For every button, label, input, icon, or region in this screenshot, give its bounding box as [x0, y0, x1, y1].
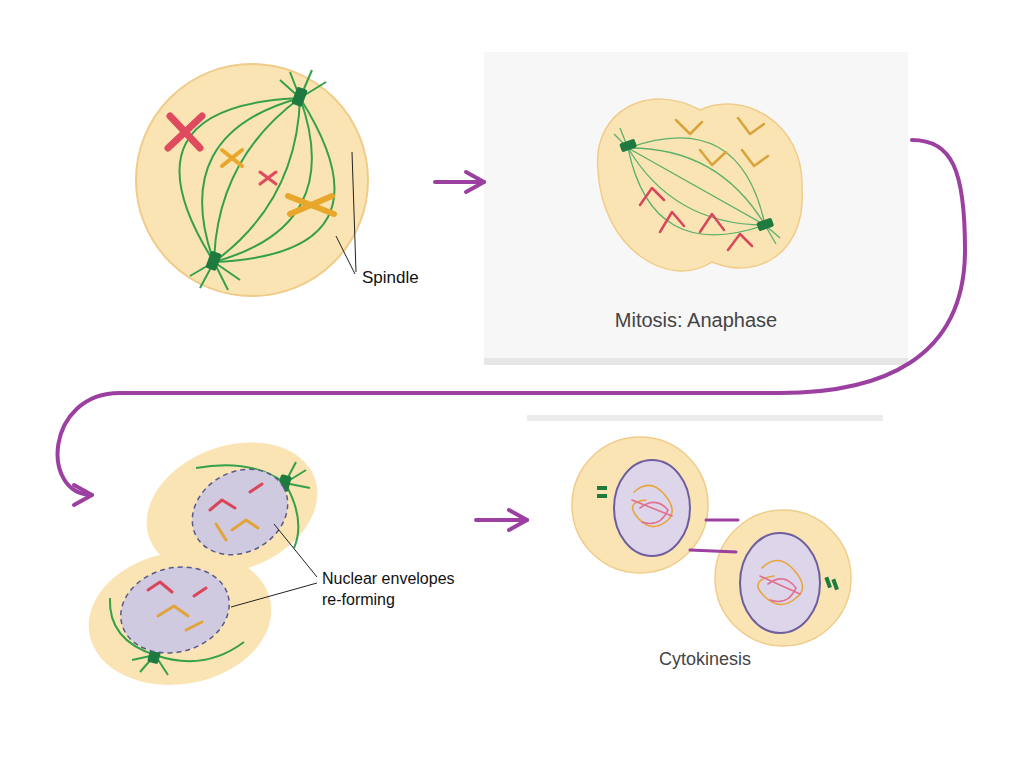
spindle-fiber: [214, 98, 335, 262]
annotation-stroke: [690, 520, 738, 552]
chromosome: [158, 606, 188, 616]
arrow-head: [74, 485, 92, 505]
chromosome: [168, 116, 202, 148]
centrosome: [205, 250, 221, 271]
spindle-fiber: [628, 148, 765, 235]
spindle-fiber: [628, 148, 765, 225]
part-label: Spindle: [362, 268, 419, 288]
cell-membrane: [598, 99, 803, 271]
chromatid: [700, 214, 724, 232]
daughter-cell: [572, 437, 708, 573]
flow-arrow: [435, 172, 484, 192]
spindle-fiber: [214, 98, 300, 262]
chromatin: [760, 576, 800, 602]
arrow-line: [435, 180, 484, 184]
cell-membrane: [136, 64, 368, 296]
chromatin: [632, 485, 803, 604]
arrow-line: [58, 140, 965, 495]
spindle-fiber: [285, 483, 298, 548]
spindle-fiber: [214, 98, 300, 262]
spindle-fiber: [628, 148, 765, 225]
nucleus: [614, 460, 690, 556]
chromatin: [632, 500, 672, 524]
flow-arrow: [58, 140, 965, 505]
chromatin: [758, 560, 803, 604]
arrow-line: [476, 518, 527, 522]
arrow-head: [509, 510, 527, 530]
chromatid: [738, 118, 764, 134]
aster: [614, 128, 780, 244]
chromosome: [222, 150, 242, 166]
chromosome: [260, 172, 276, 184]
nucleus: [111, 555, 239, 665]
chromosomes: [168, 116, 334, 214]
spindle-fiber: [628, 148, 765, 225]
cell-membrane: [78, 537, 282, 699]
spindle-fiber: [202, 98, 300, 262]
spindle-fiber: [628, 138, 765, 225]
leader-line: [336, 152, 356, 274]
arrow-head: [466, 172, 484, 192]
leader-line: [231, 524, 317, 607]
chromatids: [640, 118, 768, 250]
chromatid: [640, 188, 664, 205]
chromatid: [728, 234, 752, 250]
panel-edge: [484, 358, 908, 365]
chromosomes: [148, 484, 262, 630]
chromosome: [210, 500, 235, 510]
stage-panel: Mitosis: Anaphase: [484, 52, 912, 365]
nucleus: [177, 452, 304, 571]
chromosome: [186, 622, 202, 630]
nucleus: [740, 533, 820, 633]
chromosome: [148, 582, 172, 592]
chromatid: [660, 212, 684, 232]
chromosome: [288, 196, 334, 214]
chromatid: [742, 150, 768, 166]
chromosome: [216, 524, 226, 540]
daughter-cell: [715, 510, 851, 646]
photo-panel: [484, 52, 908, 365]
centrosome: [756, 218, 774, 232]
cell-figure: Nuclear envelopes re-forming: [92, 445, 476, 690]
chromosome: [250, 484, 262, 492]
spindle-fiber: [214, 98, 312, 262]
flow-arrow: [476, 510, 527, 530]
spindle-fibers: [179, 70, 334, 290]
chromatin: [633, 485, 673, 526]
part-label: Nuclear envelopes re-forming: [322, 569, 472, 611]
centrosome: [291, 86, 307, 107]
centriole: [597, 486, 607, 490]
centriole: [597, 494, 607, 498]
chromosome: [232, 520, 258, 530]
chromatid: [700, 150, 726, 165]
stage-caption: Cytokinesis: [527, 649, 883, 671]
stage-panel: Cytokinesis: [527, 415, 887, 680]
centrosome: [619, 139, 637, 153]
stage-caption: Mitosis: Anaphase: [484, 308, 908, 332]
panel-edge: [527, 415, 883, 421]
chromosome: [194, 588, 206, 596]
cell-figure: Spindle: [130, 60, 435, 305]
spindle-fibers: [614, 128, 780, 244]
centriole: [831, 579, 839, 591]
chromatid: [676, 120, 702, 134]
centriole: [824, 577, 832, 589]
